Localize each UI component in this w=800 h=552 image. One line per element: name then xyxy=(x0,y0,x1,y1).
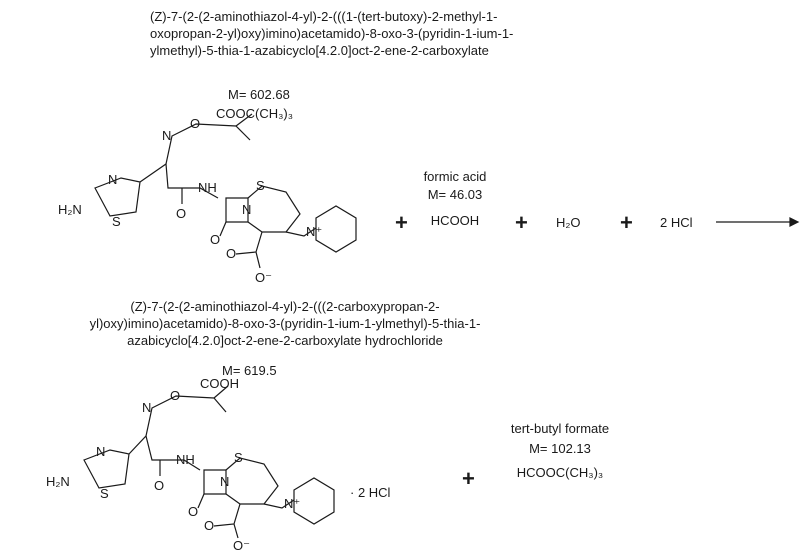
product-methyl-1 xyxy=(213,385,229,399)
product-amide-nh: NH xyxy=(176,452,195,467)
reactant-methyl-1 xyxy=(235,113,253,127)
reactant-name-line-1: (Z)-7-(2-(2-aminothiazol-4-yl)-2-(((1-(t… xyxy=(150,9,498,24)
product-side-chain xyxy=(128,434,201,471)
reactant-mass: M= 602.68 xyxy=(228,87,290,102)
reactant-pyridinium-n: N⁺ xyxy=(306,224,322,239)
product-thiazole-ring xyxy=(83,449,130,489)
formic-acid-mass: M= 46.03 xyxy=(427,187,483,202)
product-lactam-co xyxy=(197,493,205,509)
product-oxime-n: N xyxy=(142,400,151,415)
reactant-carboxylate-o-minus: O⁻ xyxy=(255,270,272,285)
reactant-carboxylate-o xyxy=(255,251,261,269)
product-pyridinium-n: N⁺ xyxy=(284,496,300,511)
product-mass: M= 619.5 xyxy=(222,363,277,378)
product-ch2-link xyxy=(263,499,295,509)
reactant-name-line-2: oxopropan-2-yl)oxy)imino)acetamido)-8-ox… xyxy=(150,26,514,41)
product-name-line-3: azabicyclo[4.2.0]oct-2-ene-2-carboxylate… xyxy=(127,333,443,348)
product-salt: · 2 HCl xyxy=(350,485,391,500)
product-carboxylate xyxy=(213,503,241,527)
product-h2n: H₂N xyxy=(46,474,70,489)
product-pyridinium-ring xyxy=(293,477,335,525)
product-name: (Z)-7-(2-(2-aminothiazol-4-yl)-2-(((2-ca… xyxy=(70,298,500,349)
product-thiazole-s: S xyxy=(100,486,109,501)
product-name-line-1: (Z)-7-(2-(2-aminothiazol-4-yl)-2-(((2-ca… xyxy=(130,299,440,314)
reactant-pyridinium-ring xyxy=(315,205,357,253)
product-amide-o: O xyxy=(154,478,164,493)
reactant-side-chain xyxy=(139,162,219,199)
reactant-name-line-3: ylmethyl)-5-thia-1-azabicyclo[4.2.0]oct-… xyxy=(150,43,489,58)
reactant-thiazole-n: N xyxy=(108,172,117,187)
water-formula: H₂O xyxy=(556,215,581,230)
reactant-lactam-o: O xyxy=(210,232,220,247)
tbf-name: tert-butyl formate xyxy=(510,421,610,436)
plus-sign-2: + xyxy=(515,210,528,235)
reactant-lactam-n: N xyxy=(242,202,251,217)
reactant-ester-group: COOC(CH₃)₃ xyxy=(216,106,293,121)
reactant-oxime-o: O xyxy=(190,116,200,131)
plus-sign-3: + xyxy=(620,210,633,235)
reactant-ring-s: S xyxy=(256,178,265,193)
reactant-oxime-n: N xyxy=(162,128,171,143)
product-carboxylate-o-minus: O⁻ xyxy=(233,538,250,552)
product-thiazole-n: N xyxy=(96,444,105,459)
formic-acid-name: formic acid xyxy=(423,169,487,184)
reactant-thiazole-ring xyxy=(94,177,141,217)
product-lactam-n: N xyxy=(220,474,229,489)
reactant-lactam-co xyxy=(219,221,227,237)
reactant-methyl-2 xyxy=(235,125,251,141)
product-oxime xyxy=(145,395,215,437)
reactant-ch2-link xyxy=(285,227,317,237)
product-carboxylate-o1: O xyxy=(204,518,214,533)
product-acid-group: COOH xyxy=(200,376,239,391)
formic-acid-formula: HCOOH xyxy=(430,213,480,228)
reactant-amide-nh: NH xyxy=(198,180,217,195)
tbf-mass: M= 102.13 xyxy=(529,441,591,456)
product-name-line-2: yl)oxy)imino)acetamido)-8-oxo-3-(pyridin… xyxy=(89,316,481,331)
reactant-amide-o: O xyxy=(176,206,186,221)
product-carboxylate-o xyxy=(233,523,239,539)
reactant-name: (Z)-7-(2-(2-aminothiazol-4-yl)-2-(((1-(t… xyxy=(150,8,514,59)
plus-sign-4: + xyxy=(462,466,475,491)
product-ring-s: S xyxy=(234,450,243,465)
product-lactam-o: O xyxy=(188,504,198,519)
reactant-h2n: H₂N xyxy=(58,202,82,217)
tbf-formula: HCOOC(CH₃)₃ xyxy=(516,465,604,480)
reactant-thiazole-s: S xyxy=(112,214,121,229)
reactant-carboxylate-o1: O xyxy=(226,246,236,261)
reactant-oxime xyxy=(165,123,237,165)
product-oxime-o: O xyxy=(170,388,180,403)
hcl-formula: 2 HCl xyxy=(660,215,693,230)
plus-sign-1: + xyxy=(395,210,408,235)
product-methyl-2 xyxy=(213,397,227,413)
